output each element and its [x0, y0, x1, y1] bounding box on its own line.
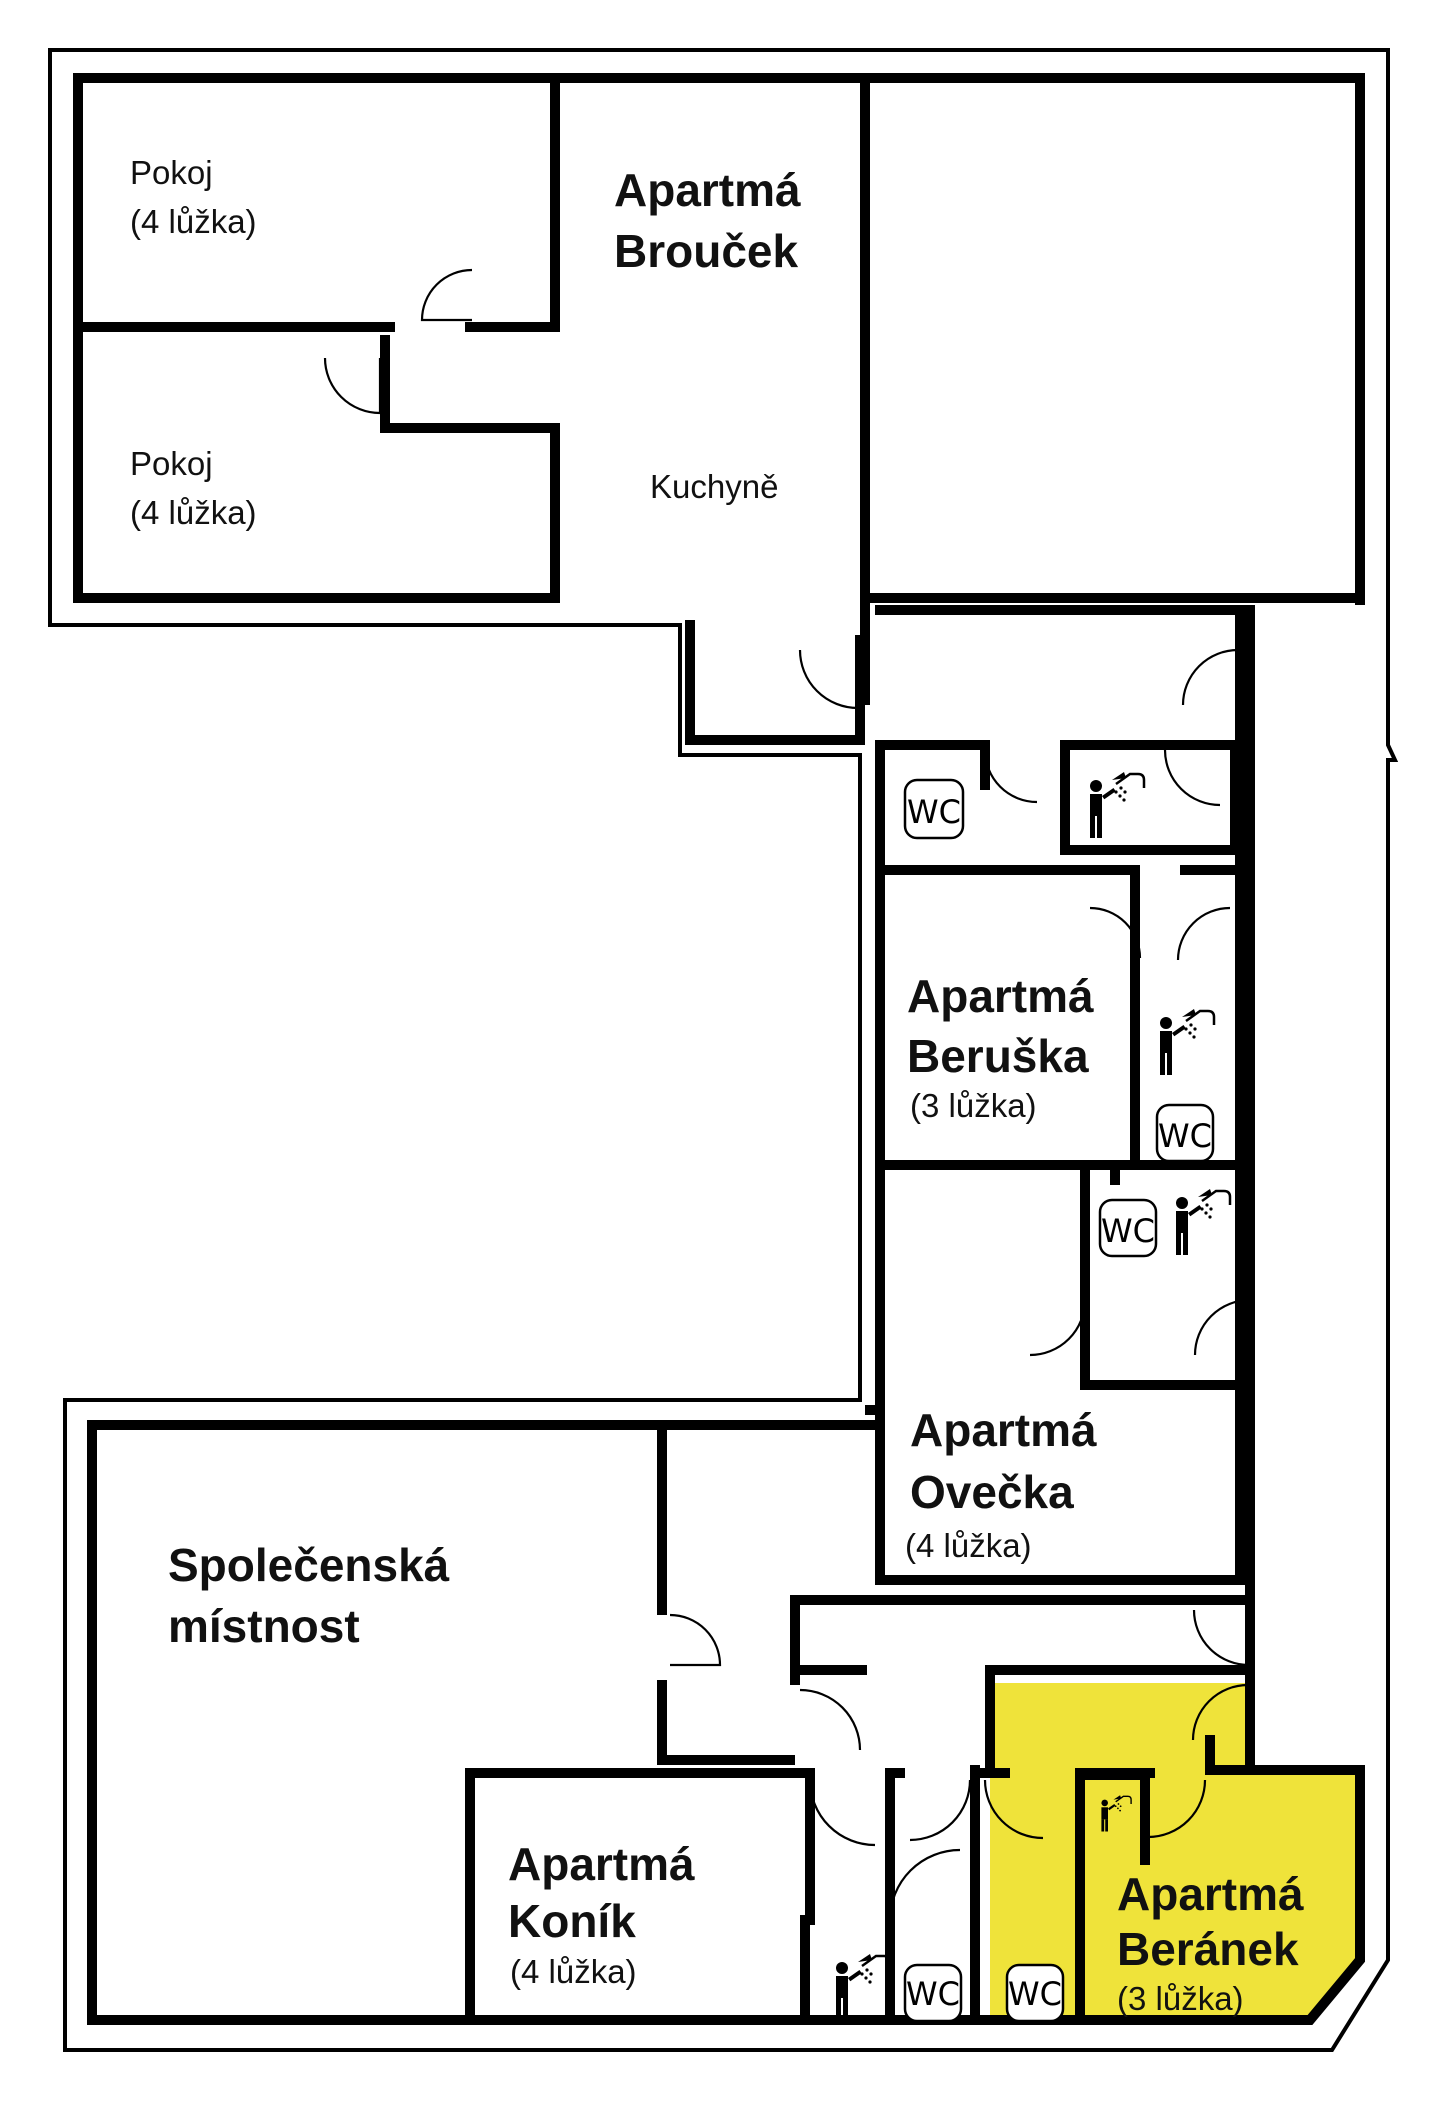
room-label-pokoj-upper: Pokoj (4 lůžka)	[130, 154, 257, 240]
beranek-line2: Beránek	[1117, 1923, 1299, 1975]
room-label-broucek: Apartmá Brouček	[614, 164, 801, 277]
walls-bottom	[87, 1420, 1365, 2025]
spolecenska-line2: místnost	[168, 1600, 360, 1652]
beranek-beds: (3 lůžka)	[1117, 1980, 1244, 2017]
shower-icon	[834, 1952, 892, 2022]
room-label-konik: Apartmá Koník (4 lůžka)	[508, 1838, 695, 1990]
room-label-beruska: Apartmá Beruška (3 lůžka)	[907, 970, 1094, 1124]
wc-icon: WC	[1155, 1103, 1215, 1163]
walls-top	[73, 73, 1365, 745]
walls-middle	[865, 605, 1255, 1775]
pokoj-lower-beds: (4 lůžka)	[130, 494, 257, 531]
room-label-spolecenska: Společenská místnost	[168, 1539, 450, 1652]
shower-icon	[1174, 1187, 1232, 1257]
pokoj-lower-name: Pokoj	[130, 445, 213, 482]
shower-icon	[1088, 770, 1146, 840]
room-label-ovecka: Apartmá Ovečka (4 lůžka)	[905, 1404, 1097, 1564]
broucek-line2: Brouček	[614, 225, 798, 277]
pokoj-upper-beds: (4 lůžka)	[130, 203, 257, 240]
ovecka-line2: Ovečka	[910, 1466, 1074, 1518]
wc-icon: WC	[1098, 1198, 1158, 1258]
spolecenska-line1: Společenská	[168, 1539, 450, 1591]
ovecka-line1: Apartmá	[910, 1404, 1097, 1456]
room-label-pokoj-lower: Pokoj (4 lůžka)	[130, 445, 257, 531]
outer-boundary	[48, 48, 1399, 2052]
shower-icon	[1158, 1007, 1216, 1077]
pokoj-upper-name: Pokoj	[130, 154, 213, 191]
wc-label-3: WC	[1101, 1212, 1155, 1250]
wc-label-2: WC	[1158, 1117, 1212, 1155]
wc-icon: WC	[903, 778, 965, 840]
beruska-line1: Apartmá	[907, 970, 1094, 1022]
beruska-line2: Beruška	[907, 1030, 1089, 1082]
wc-icon: WC	[903, 1963, 963, 2023]
ovecka-beds: (4 lůžka)	[905, 1527, 1032, 1564]
konik-line2: Koník	[508, 1895, 636, 1947]
wc-label-1: WC	[907, 793, 961, 831]
wc-icon: WC	[1005, 1963, 1065, 2023]
beranek-line1: Apartmá	[1117, 1868, 1304, 1920]
room-label-beranek: Apartmá Beránek (3 lůžka)	[1117, 1868, 1304, 2017]
konik-beds: (4 lůžka)	[510, 1953, 637, 1990]
beruska-beds: (3 lůžka)	[910, 1087, 1037, 1124]
broucek-line1: Apartmá	[614, 164, 801, 216]
room-label-kitchen: Kuchyně	[650, 468, 778, 505]
konik-line1: Apartmá	[508, 1838, 695, 1890]
wc-label-5: WC	[1008, 1975, 1062, 2013]
wc-label-4: WC	[906, 1975, 960, 2013]
door-swing-icon	[323, 268, 1251, 1921]
